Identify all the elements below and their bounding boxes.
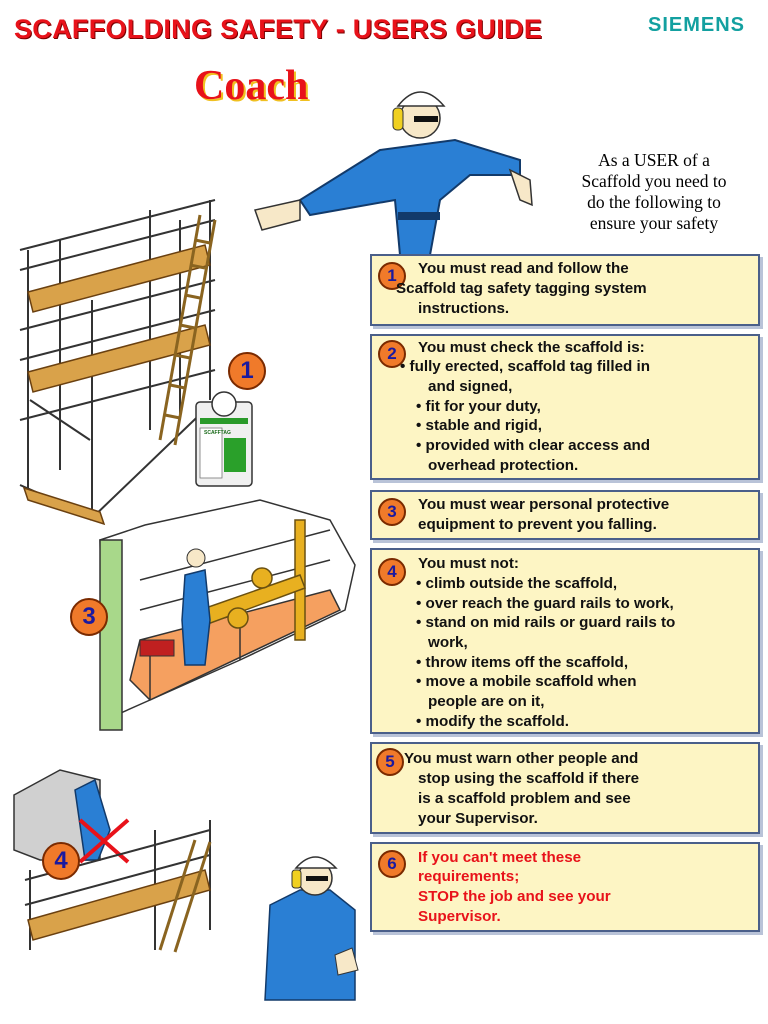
marker-1-badge: 1 — [228, 352, 266, 390]
step-4-line: • modify the scaffold. — [416, 713, 569, 730]
step-6-line: Supervisor. — [418, 908, 501, 925]
step-2-line: • stable and rigid, — [416, 417, 542, 434]
step-4-line: work, — [428, 634, 468, 651]
step-1-line: instructions. — [418, 300, 510, 317]
step-2-line: overhead protection. — [428, 457, 579, 474]
bad-practice-scene-illustration — [13, 769, 212, 953]
step-5-badge: 5 — [376, 748, 404, 776]
step-4-line: • over reach the guard rails to work, — [416, 595, 674, 612]
step-6-line: requirements; — [418, 868, 520, 885]
step-3-line: equipment to prevent you falling. — [418, 516, 657, 533]
marker-4-badge: 4 — [42, 842, 80, 880]
step-2-line: • fit for your duty, — [416, 398, 541, 415]
step-3-badge: 3 — [378, 498, 406, 526]
step-6-badge: 6 — [378, 850, 406, 878]
step-2-box: 2 You must check the scaffold is: • full… — [370, 334, 760, 480]
intro-text: As a USER of a Scaffold you need to do t… — [548, 150, 760, 234]
step-2-line: • fully erected, scaffold tag filled in — [400, 358, 651, 375]
step-4-line: • stand on mid rails or guard rails to — [416, 614, 676, 631]
step-4-box: 4 You must not: • climb outside the scaf… — [370, 548, 760, 734]
scaffold-tag-label: SCAFFTAG — [204, 430, 231, 436]
coach-heading: Coach — [194, 63, 309, 109]
marker-3-badge: 3 — [70, 598, 108, 636]
scaffold-planks — [22, 244, 211, 526]
step-4-line: • climb outside the scaffold, — [416, 575, 618, 592]
coach-figure-bottom-illustration — [264, 856, 359, 1001]
scaffold-tag-illustration — [195, 391, 253, 487]
step-2-line: You must check the scaffold is: — [418, 339, 645, 356]
step-5-line: You must warn other people and — [404, 750, 639, 767]
step-5-line: stop using the scaffold if there — [418, 770, 640, 787]
intro-line: ensure your safety — [589, 213, 719, 233]
intro-line: Scaffold you need to — [581, 171, 727, 191]
step-3-box: 3 You must wear personal protective equi… — [370, 490, 760, 540]
step-2-badge: 2 — [378, 340, 406, 368]
ladder-illustration — [158, 214, 217, 446]
intro-line: As a USER of a — [598, 150, 710, 170]
step-4-line: • throw items off the scaffold, — [416, 654, 629, 671]
step-1-line: You must read and follow the — [418, 260, 629, 277]
coach-figure-illustration — [254, 91, 533, 256]
step-6-box: 6 If you can't meet these requirements; … — [370, 842, 760, 932]
step-2-line: • provided with clear access and — [416, 437, 651, 454]
step-1-box: 1 You must read and follow the Scaffold … — [370, 254, 760, 326]
step-4-badge: 4 — [378, 558, 406, 586]
page-title: SCAFFOLDING SAFETY - USERS GUIDE — [14, 14, 543, 44]
step-4-line: You must not: — [418, 555, 519, 572]
step-5-line: is a scaffold problem and see — [418, 790, 631, 807]
intro-line: do the following to — [587, 192, 721, 212]
step-1-line: Scaffold tag safety tagging system — [396, 280, 647, 297]
step-2-line: and signed, — [428, 378, 513, 395]
step-6-line: If you can't meet these — [418, 849, 582, 866]
step-4-line: • move a mobile scaffold when — [416, 673, 637, 690]
step-5-line: your Supervisor. — [418, 810, 538, 827]
step-4-line: people are on it, — [428, 693, 545, 710]
platform-scene-illustration — [99, 499, 356, 731]
step-6-line: STOP the job and see your — [418, 888, 611, 905]
step-3-line: You must wear personal protective — [418, 496, 670, 513]
step-1-badge: 1 — [378, 262, 406, 290]
step-5-box: 5 You must warn other people and stop us… — [370, 742, 760, 834]
brand-logo: SIEMENS — [648, 14, 746, 36]
